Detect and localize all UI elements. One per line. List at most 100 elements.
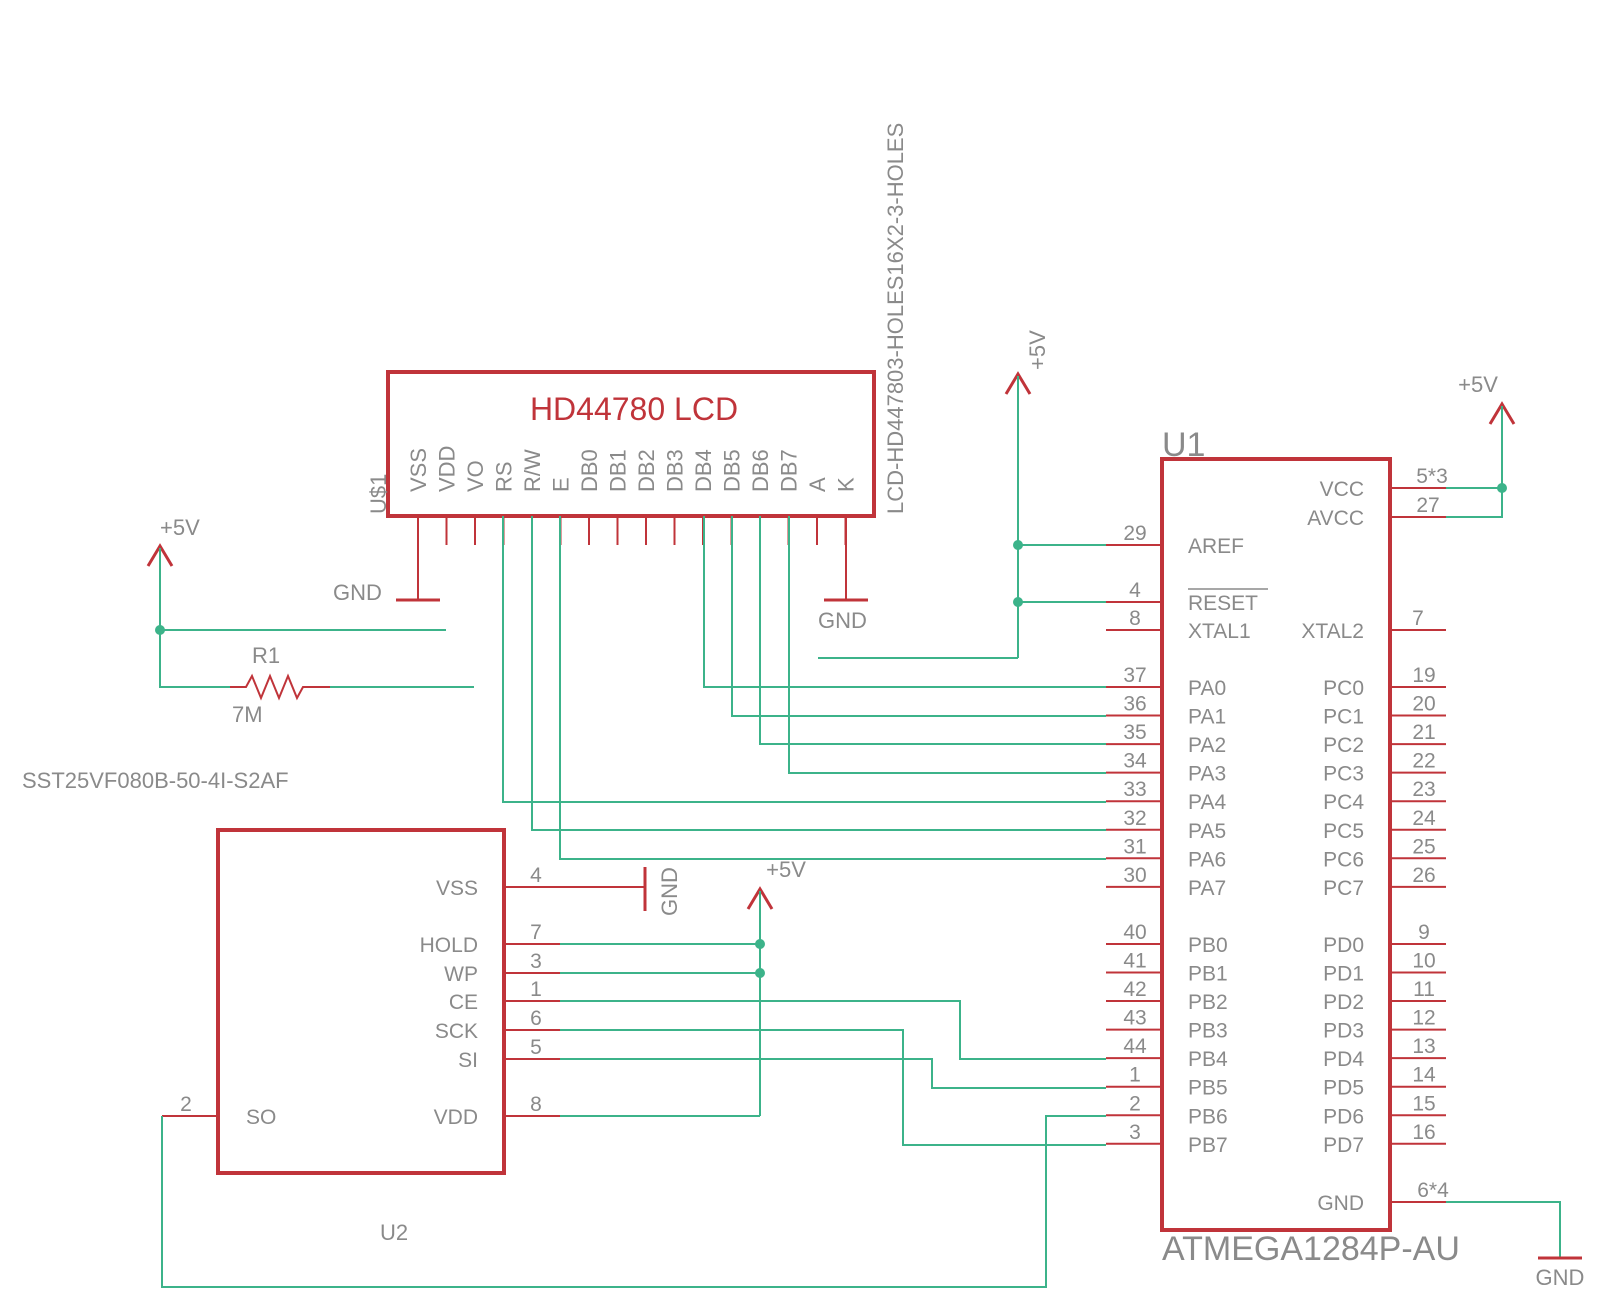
mcu-pin-num-pd1: 10: [1412, 950, 1435, 973]
mcu-pin-name-pb4: PB4: [1188, 1048, 1228, 1071]
flash-pin-name-si: SI: [458, 1049, 478, 1072]
gnd-label-lcd-k: GND: [818, 608, 867, 633]
mcu-pin-name-vcc: VCC: [1320, 478, 1364, 501]
mcu-pin-name-pb7: PB7: [1188, 1134, 1228, 1157]
flash-pin-name-vss: VSS: [436, 877, 478, 900]
flash-refdes: U2: [380, 1220, 408, 1245]
lcd-component: HD44780 LCD U$1 LCD-HD447803-HOLES16X2-3…: [366, 123, 908, 545]
mcu-pin-num-pd4: 13: [1412, 1035, 1435, 1058]
mcu-pin-name-pb2: PB2: [1188, 991, 1228, 1014]
gnd-label-mcu: GND: [1536, 1265, 1585, 1290]
mcu-right-pins: 19PC020PC121PC222PC323PC424PC525PC626PC7…: [1323, 664, 1446, 1157]
mcu-pin-num-pb7: 3: [1129, 1121, 1141, 1144]
mcu-pin-num-pd6: 15: [1412, 1092, 1435, 1115]
lcd-pin-label-rs: RS: [492, 461, 517, 492]
lcd-pin-label-r-w: R/W: [520, 449, 545, 492]
mcu-pin-num-pb6: 2: [1129, 1092, 1141, 1115]
flash-pin-name-sck: SCK: [435, 1020, 478, 1043]
mcu-pin-name-pb5: PB5: [1188, 1077, 1228, 1100]
lcd-pin-label-a: A: [805, 477, 830, 492]
mcu-pin-num-pb2: 42: [1123, 978, 1146, 1001]
r1-refdes: R1: [252, 643, 280, 668]
flash-pin-num-wp: 3: [530, 950, 542, 973]
lcd-pin-label-e: E: [549, 477, 574, 492]
mcu-pin-name-pd0: PD0: [1323, 934, 1364, 957]
mcu-pin-name-pa2: PA2: [1188, 734, 1226, 757]
lcd-pin-label-db7: DB7: [777, 449, 802, 492]
mcu-pin-num-pb3: 43: [1123, 1007, 1146, 1030]
mcu-pin-num-pa7: 30: [1123, 864, 1146, 887]
flash-pin-num-hold: 7: [530, 921, 542, 944]
flash-component: SST25VF080B-50-4I-S2AF U2 4VSS7HOLD3WP1C…: [22, 768, 645, 1245]
mcu-pin-num-pa1: 36: [1123, 693, 1146, 716]
plus5v-label-top: +5V: [1025, 330, 1050, 370]
plus5v-label-right: +5V: [1458, 372, 1498, 397]
lcd-title: HD44780 LCD: [530, 391, 738, 427]
mcu-pin-name-pc5: PC5: [1323, 820, 1364, 843]
wire-e-pa6: [559, 516, 1106, 860]
junction-vdd: [155, 625, 165, 635]
lcd-pin-label-db3: DB3: [663, 449, 688, 492]
junction-vcc: [1497, 483, 1507, 493]
mcu-pin-name-pc2: PC2: [1323, 734, 1364, 757]
mcu-pin-name-pd7: PD7: [1323, 1134, 1364, 1157]
mcu-pin-num-vcc: 5*3: [1416, 465, 1448, 488]
mcu-pin-name-pc4: PC4: [1323, 791, 1364, 814]
mcu-pin-name-pd6: PD6: [1323, 1105, 1364, 1128]
mcu-pin-num-pa3: 34: [1123, 750, 1147, 773]
mcu-pin-name-pd3: PD3: [1323, 1020, 1364, 1043]
mcu-pin-num-pb0: 40: [1123, 921, 1146, 944]
lcd-pin-label-db1: DB1: [606, 449, 631, 492]
flash-pin-num-si: 5: [530, 1036, 542, 1059]
mcu-pin-num-pa6: 31: [1123, 835, 1146, 858]
wire-rs-pa4: [502, 516, 1106, 803]
gnd-symbol-lcd-vss: GND: [333, 516, 440, 605]
mcu-pin-name-pd5: PD5: [1323, 1077, 1364, 1100]
plus5v-symbol-flash: +5V: [746, 857, 806, 910]
mcu-pin-num-pd2: 11: [1413, 978, 1435, 1001]
mcu-pin-name-pa7: PA7: [1188, 877, 1226, 900]
mcu-pin-name-pc1: PC1: [1323, 706, 1364, 729]
mcu-pin-name-pc6: PC6: [1323, 848, 1364, 871]
mcu-pin-num-pc0: 19: [1412, 664, 1435, 687]
mcu-pin-name-pa4: PA4: [1188, 791, 1226, 814]
lcd-body: [386, 370, 876, 518]
mcu-refdes: U1: [1162, 426, 1205, 464]
junction-hold: [755, 939, 765, 949]
mcu-pin-name-pc0: PC0: [1323, 677, 1364, 700]
lcd-pin-label-db4: DB4: [691, 449, 716, 492]
gnd-label-lcd-vss: GND: [333, 580, 382, 605]
mcu-pin-num-pc4: 23: [1412, 778, 1435, 801]
wire-so-pb6: [161, 1115, 1106, 1288]
flash-pin-num-so: 2: [180, 1093, 192, 1116]
mcu-pin-name-pb0: PB0: [1188, 934, 1228, 957]
flash-pin-num-sck: 6: [530, 1007, 542, 1030]
mcu-pin-num-pd5: 14: [1412, 1064, 1436, 1087]
mcu-pin-num-reset: 4: [1129, 579, 1141, 602]
mcu-pin-num-pa4: 33: [1123, 778, 1146, 801]
mcu-pin-num-aref: 29: [1123, 522, 1146, 545]
plus5v-label-flash: +5V: [766, 857, 806, 882]
junction-reset: [1013, 597, 1023, 607]
mcu-pin-name-pc7: PC7: [1323, 877, 1364, 900]
lcd-pin-label-db5: DB5: [720, 449, 745, 492]
wire-rw-pa5: [531, 516, 1106, 831]
flash-pin-name-ce: CE: [449, 991, 478, 1014]
wire-mcu-gnd: [1446, 1201, 1561, 1258]
wire-db5-pa1: [731, 516, 1106, 717]
lcd-pin-label-db6: DB6: [748, 449, 773, 492]
junction-aref: [1013, 540, 1023, 550]
mcu-pin-name-pb6: PB6: [1188, 1105, 1228, 1128]
mcu-pin-name-reset: RESET: [1188, 592, 1258, 615]
flash-pin-name-vdd: VDD: [434, 1106, 478, 1129]
mcu-pin-name-pd1: PD1: [1323, 963, 1364, 986]
mcu-pin-num-pc1: 20: [1412, 693, 1435, 716]
mcu-pin-num-pd3: 12: [1412, 1007, 1435, 1030]
lcd-part-name: LCD-HD447803-HOLES16X2-3-HOLES: [883, 123, 908, 514]
mcu-body: [1160, 457, 1392, 1232]
wire-si-pb5: [560, 1058, 1106, 1089]
mcu-pin-name-pd4: PD4: [1323, 1048, 1364, 1071]
r1-value: 7M: [232, 702, 263, 727]
